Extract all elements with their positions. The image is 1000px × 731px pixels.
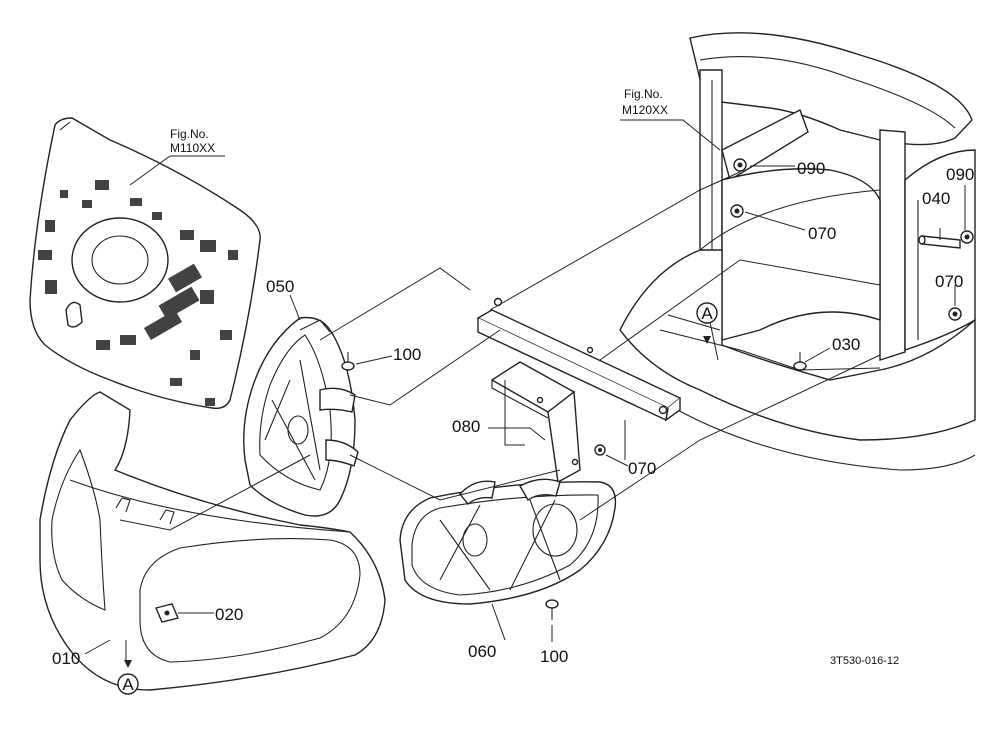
fig-ref-m120-line1: Fig.No. xyxy=(624,87,663,101)
part-label-070-upper: 070 xyxy=(808,224,836,243)
part-label-090-right: 090 xyxy=(946,165,974,184)
pin-040 xyxy=(918,235,961,249)
hood-panel xyxy=(29,117,261,410)
headlight-060 xyxy=(399,478,617,605)
grille-frame-010 xyxy=(39,391,386,691)
callout-a-left-label: A xyxy=(122,675,134,694)
headlight-050 xyxy=(243,316,359,517)
part-label-030: 030 xyxy=(832,335,860,354)
fig-ref-m120: Fig.No. M120XX xyxy=(622,87,668,117)
frame-hardware xyxy=(730,158,974,371)
fig-ref-m110-line1: Fig.No. xyxy=(170,127,209,141)
part-label-020: 020 xyxy=(215,605,243,624)
bolt-100-upper xyxy=(341,352,355,371)
fig-ref-m110: Fig.No. M110XX xyxy=(170,127,215,155)
drawing-code: 3T530-016-12 xyxy=(830,655,899,667)
screw-030 xyxy=(793,352,807,371)
fig-ref-m120-line2: M120XX xyxy=(622,103,668,117)
fig-ref-m110-line2: M110XX xyxy=(170,141,215,155)
part-label-090-upper: 090 xyxy=(797,159,825,178)
bracket-plate xyxy=(476,297,682,422)
part-label-070-bracket: 070 xyxy=(628,459,656,478)
part-label-050: 050 xyxy=(266,277,294,296)
part-label-100-lower: 100 xyxy=(540,647,568,666)
part-label-010: 010 xyxy=(52,649,80,668)
callout-a-right-label: A xyxy=(701,304,713,323)
sub-bracket-080 xyxy=(490,361,581,484)
callout-a-right: A xyxy=(696,302,718,344)
part-label-080: 080 xyxy=(452,417,480,436)
part-label-040: 040 xyxy=(922,189,950,208)
part-label-100-upper: 100 xyxy=(393,345,421,364)
callout-a-left: A xyxy=(117,660,139,695)
part-label-060: 060 xyxy=(468,642,496,661)
bolt-100-lower xyxy=(545,599,559,620)
leader-lines xyxy=(84,119,966,660)
cage-nut-020 xyxy=(155,603,179,623)
part-label-070-right: 070 xyxy=(935,272,963,291)
